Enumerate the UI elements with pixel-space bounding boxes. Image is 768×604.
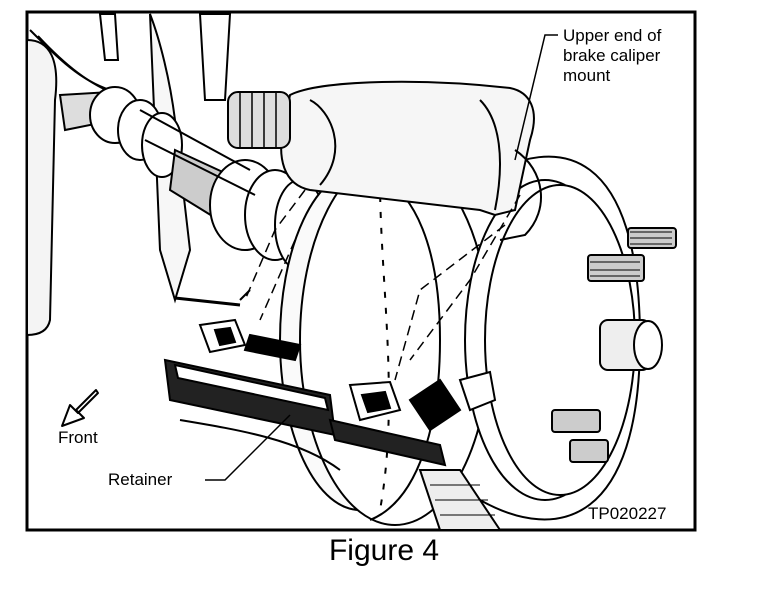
retainer-leader bbox=[205, 414, 291, 481]
callout-upper-end-caliper-mount: Upper end of brake caliper mount bbox=[563, 26, 661, 86]
callout-line-1: Upper end of bbox=[563, 26, 662, 45]
callout-line-3: mount bbox=[563, 66, 611, 85]
retainer-assembly bbox=[163, 289, 497, 467]
front-label: Front bbox=[58, 428, 98, 447]
figure-code: TP020227 bbox=[588, 504, 667, 523]
retainer-label: Retainer bbox=[108, 470, 173, 489]
guide-lines bbox=[244, 189, 521, 381]
wheel-studs bbox=[551, 227, 677, 463]
front-arrow-icon bbox=[61, 389, 99, 427]
figure-caption: Figure 4 bbox=[328, 534, 440, 567]
brake-caliper bbox=[227, 80, 542, 241]
upper-end-leader bbox=[514, 34, 558, 161]
callout-line-2: brake caliper bbox=[563, 46, 661, 65]
